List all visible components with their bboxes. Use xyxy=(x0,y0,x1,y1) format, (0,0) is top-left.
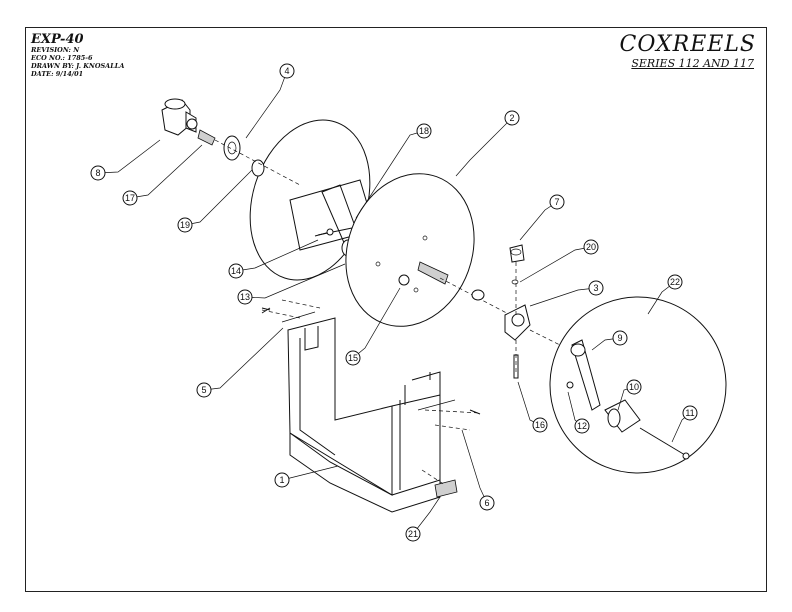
svg-text:9: 9 xyxy=(617,333,622,343)
callout-12: 12 xyxy=(574,418,590,434)
drawn-by-label: DRAWN BY: J. KNOSALLA xyxy=(31,62,125,70)
svg-text:16: 16 xyxy=(535,420,545,430)
svg-text:3: 3 xyxy=(593,283,598,293)
eco-label: ECO NO.: 1785-6 xyxy=(31,54,93,62)
callout-11: 11 xyxy=(682,405,698,421)
nipple xyxy=(197,129,216,146)
bearing xyxy=(214,135,301,186)
swivel-elbow xyxy=(161,98,198,136)
decal xyxy=(421,469,458,498)
callout-18: 18 xyxy=(416,123,432,139)
callout-2: 2 xyxy=(504,110,520,126)
callout-14: 14 xyxy=(228,263,244,279)
hub-bolt xyxy=(314,228,334,237)
svg-text:2: 2 xyxy=(509,113,514,123)
callout-9: 9 xyxy=(612,330,628,346)
svg-text:12: 12 xyxy=(577,421,587,431)
svg-text:11: 11 xyxy=(685,408,694,418)
callout-10: 10 xyxy=(626,379,642,395)
callout-7: 7 xyxy=(549,194,565,210)
front-flange xyxy=(345,173,475,327)
date-label: DATE: 9/14/01 xyxy=(31,70,84,78)
svg-text:14: 14 xyxy=(231,266,241,276)
svg-text:1: 1 xyxy=(279,475,284,485)
callout-13: 13 xyxy=(237,289,253,305)
bearing-housing xyxy=(504,244,531,379)
callout-3: 3 xyxy=(588,280,604,296)
svg-text:18: 18 xyxy=(419,126,429,136)
reel-frame-base xyxy=(281,311,456,513)
callout-22: 22 xyxy=(667,274,683,290)
svg-text:7: 7 xyxy=(554,197,559,207)
callout-4: 4 xyxy=(279,63,295,79)
callout-21: 21 xyxy=(405,526,421,542)
brand-name: COXREELS xyxy=(619,32,756,57)
svg-text:17: 17 xyxy=(125,193,135,203)
revision-label: REVISION: N xyxy=(31,46,80,54)
svg-text:22: 22 xyxy=(670,277,680,287)
svg-text:13: 13 xyxy=(240,292,250,302)
shaft xyxy=(417,261,521,321)
callout-1: 1 xyxy=(274,472,290,488)
callout-16: 16 xyxy=(532,417,548,433)
callout-5: 5 xyxy=(196,382,212,398)
crank-detail xyxy=(529,296,727,474)
callout-15: 15 xyxy=(345,350,361,366)
callout-8: 8 xyxy=(90,165,106,181)
series-label: SERIES 112 AND 117 xyxy=(631,57,754,70)
svg-text:8: 8 xyxy=(95,168,100,178)
svg-text:19: 19 xyxy=(180,220,190,230)
callout-19: 19 xyxy=(177,217,193,233)
callout-20: 20 xyxy=(583,239,599,255)
svg-text:6: 6 xyxy=(484,498,489,508)
svg-text:10: 10 xyxy=(629,382,639,392)
svg-text:15: 15 xyxy=(348,353,358,363)
svg-text:5: 5 xyxy=(201,385,206,395)
callout-17: 17 xyxy=(122,190,138,206)
fasteners xyxy=(261,299,481,431)
drawing-frame xyxy=(25,27,767,592)
svg-text:20: 20 xyxy=(586,242,596,252)
svg-text:21: 21 xyxy=(408,529,418,539)
svg-text:4: 4 xyxy=(284,66,289,76)
drawing-number: EXP-40 xyxy=(31,32,84,47)
callout-6: 6 xyxy=(479,495,495,511)
